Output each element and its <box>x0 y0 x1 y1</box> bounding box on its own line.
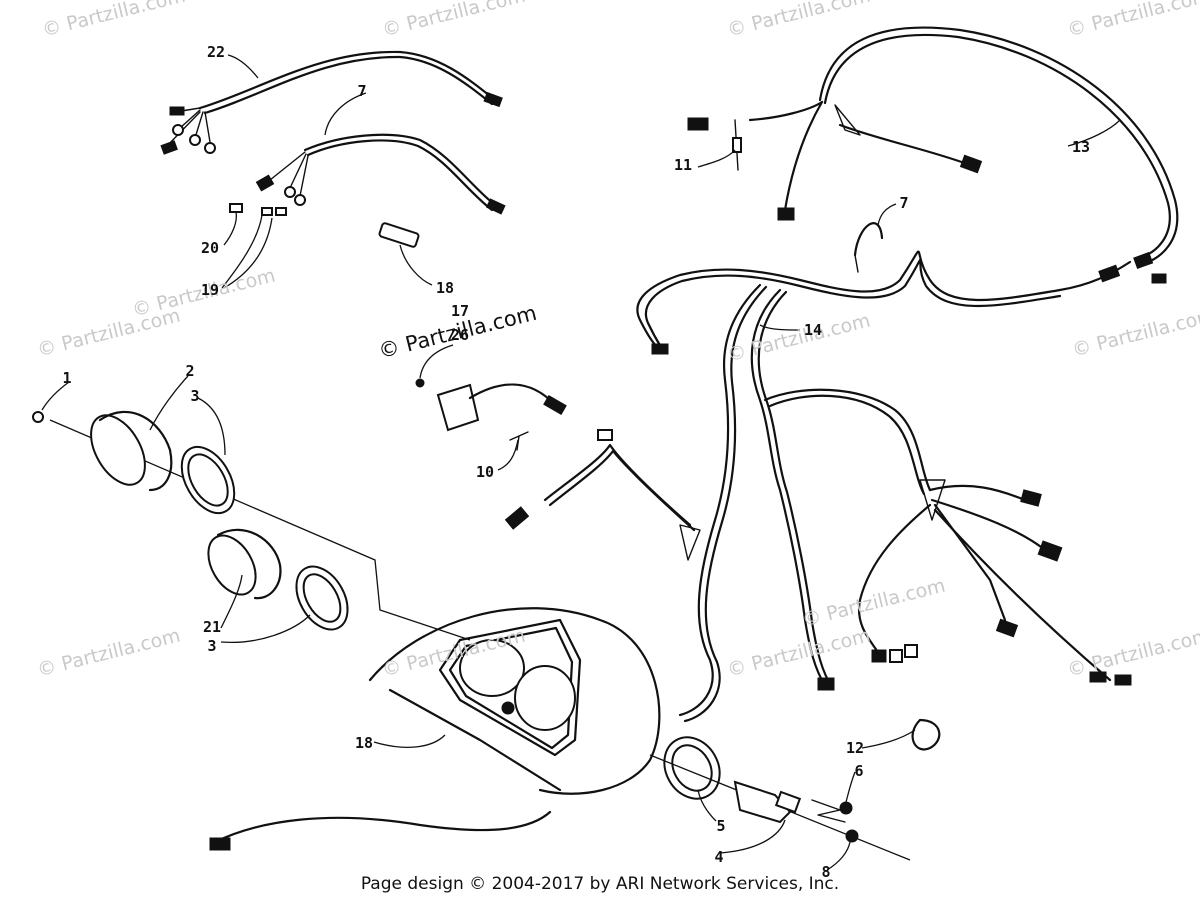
callout-20: 20 <box>200 239 220 257</box>
gauge-sender-assembly <box>649 718 941 861</box>
callout-12: 12 <box>845 739 865 757</box>
callout-2: 2 <box>185 362 195 380</box>
harness-8 <box>229 133 506 216</box>
callout-3b: 3 <box>207 637 217 655</box>
callout-3: 3 <box>190 387 200 405</box>
callout-21: 21 <box>202 618 222 636</box>
callout-7: 7 <box>899 194 909 212</box>
callout-5: 5 <box>716 817 726 835</box>
harness-14 <box>504 250 1132 723</box>
callout-19: 19 <box>200 281 220 299</box>
part-11-tab <box>732 137 742 153</box>
part-7-clip <box>853 222 884 257</box>
callout-18: 18 <box>435 279 455 297</box>
callout-6: 6 <box>854 762 864 780</box>
callout-9: 8 <box>821 863 831 881</box>
callout-11: 11 <box>673 156 693 174</box>
callout-10: 10 <box>475 463 495 481</box>
harness-13 <box>687 26 1179 292</box>
callout-14: 14 <box>803 321 823 339</box>
part-7-pin <box>854 254 859 273</box>
page-footer: Page design © 2004-2017 by ARI Network S… <box>360 874 840 894</box>
callout-22: 22 <box>206 43 226 61</box>
callout-17: 18 <box>354 734 374 752</box>
callout-8: 7 <box>357 82 367 100</box>
gauges-assembly <box>32 410 471 641</box>
part-15-bracket <box>415 378 567 451</box>
callout-13: 13 <box>1071 138 1091 156</box>
part-18-connector <box>378 222 420 248</box>
dash-panel-17 <box>209 607 661 851</box>
harness-22 <box>160 50 503 155</box>
callout-26: 17 <box>450 302 470 320</box>
callout-1: 1 <box>62 369 72 387</box>
callout-4: 4 <box>714 848 724 866</box>
leader-lines <box>41 54 1121 871</box>
callout-15: 26 <box>450 326 470 344</box>
